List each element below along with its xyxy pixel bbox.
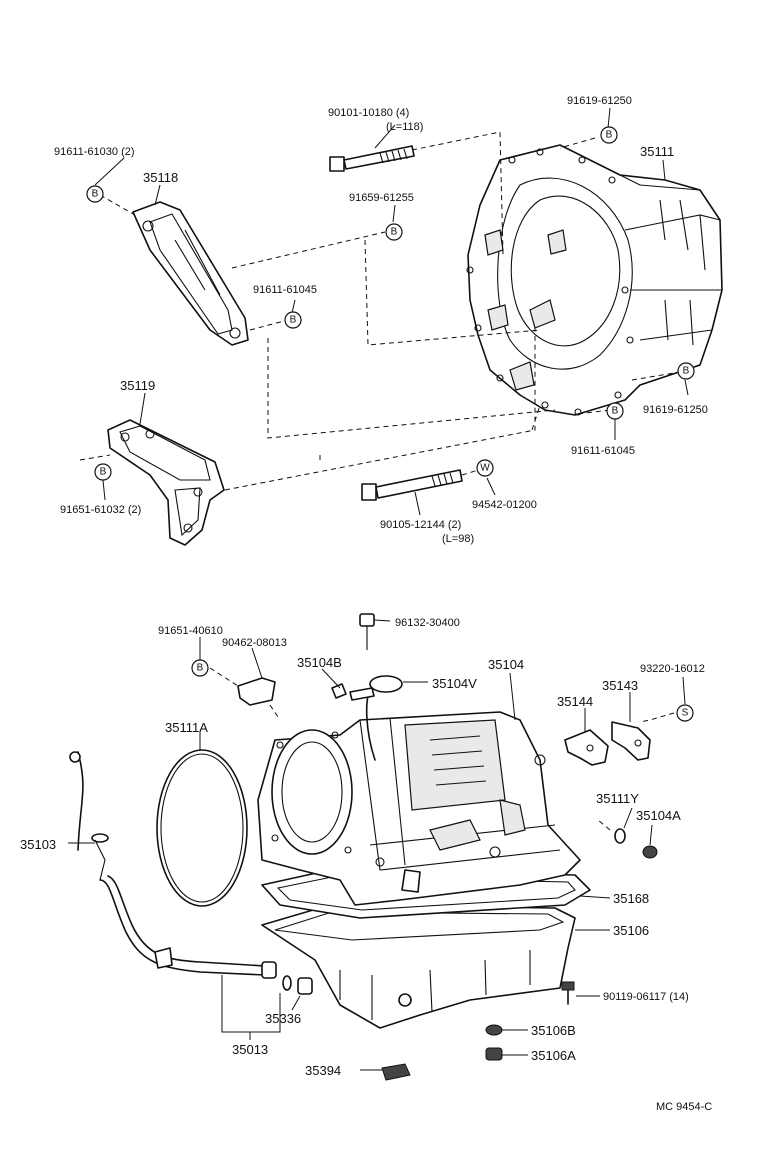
bolt-90105 — [361, 469, 463, 501]
drain-plug-35106A — [485, 1047, 503, 1061]
label-90105: 90105-12144 (2) — [380, 519, 461, 531]
label-91659: 91659-61255 — [349, 192, 414, 204]
badge-b3: B — [385, 223, 403, 241]
label-35104B: 35104B — [297, 655, 342, 670]
automatic-transmission-35104 — [257, 711, 581, 906]
breather-hose-35104V — [349, 626, 403, 761]
lower-leaders — [68, 619, 686, 1071]
label-91611-61045-b: 91611-61045 — [571, 445, 635, 457]
label-35119: 35119 — [120, 378, 155, 393]
svg-text:B: B — [606, 130, 613, 141]
bracket-35119 — [107, 419, 225, 546]
bracket-35118 — [132, 201, 249, 346]
dipstick-tube-35013 — [99, 875, 277, 979]
badge-b4: B — [284, 311, 302, 329]
label-90101-length: (L=118) — [386, 121, 423, 133]
label-35118: 35118 — [143, 170, 178, 185]
label-91651-61032: 91651-61032 (2) — [60, 504, 141, 516]
label-91651-40610: 91651-40610 — [158, 625, 223, 637]
svg-text:S: S — [682, 708, 689, 719]
label-96132: 96132-30400 — [395, 617, 460, 629]
badge-w: W — [476, 459, 494, 477]
bracket-35143 — [611, 721, 651, 761]
label-35336: 35336 — [265, 1011, 301, 1026]
breather-96132 — [359, 613, 375, 627]
o-ring-35336 — [282, 975, 313, 995]
label-91619-b: 91619-61250 — [643, 404, 708, 416]
badge-b5: B — [677, 362, 695, 380]
o-ring-35111A — [156, 749, 248, 907]
upper-solid-leaders — [94, 107, 689, 516]
label-35168: 35168 — [613, 891, 649, 906]
plug-35104B — [331, 683, 347, 699]
label-35104: 35104 — [488, 657, 524, 672]
svg-text:B: B — [612, 406, 619, 417]
label-35394: 35394 — [305, 1063, 341, 1078]
label-93220: 93220-16012 — [640, 663, 705, 675]
label-91611-61030: 91611-61030 (2) — [54, 146, 135, 158]
badge-b2: B — [600, 126, 618, 144]
svg-text:W: W — [480, 463, 490, 474]
oil-pan-35106 — [261, 904, 576, 1029]
label-35106A: 35106A — [531, 1048, 576, 1063]
label-35106B: 35106B — [531, 1023, 576, 1038]
svg-text:B: B — [197, 663, 204, 674]
bolt-90101 — [329, 145, 415, 172]
label-90105-length: (L=98) — [442, 533, 474, 545]
label-35143: 35143 — [602, 678, 638, 693]
svg-text:B: B — [391, 227, 398, 238]
plug-35104A — [642, 845, 658, 859]
badge-b7: B — [94, 463, 112, 481]
label-91611-61045-a: 91611-61045 — [253, 284, 317, 296]
label-90101: 90101-10180 (4) — [328, 107, 409, 119]
label-35104A: 35104A — [636, 808, 681, 823]
magnet-35394 — [381, 1063, 411, 1081]
label-35111: 35111 — [640, 144, 674, 159]
label-90462: 90462-08013 — [222, 637, 287, 649]
label-90119: 90119-06117 (14) — [603, 991, 689, 1003]
bracket-35144 — [564, 729, 609, 766]
label-35111Y: 35111Y — [596, 791, 639, 806]
transmission-housing-35111 — [466, 144, 723, 416]
label-91619-a: 91619-61250 — [567, 95, 632, 107]
upper-dashed-leaders — [79, 131, 681, 491]
diagram-code: MC 9454-C — [656, 1101, 712, 1113]
svg-text:B: B — [100, 467, 107, 478]
label-35111A: 35111A — [165, 720, 208, 735]
svg-text:B: B — [92, 189, 99, 200]
badge-b8: B — [191, 659, 209, 677]
label-35144: 35144 — [557, 694, 593, 709]
dipstick-35103 — [69, 751, 109, 881]
badge-s: S — [676, 704, 694, 722]
label-35013: 35013 — [232, 1042, 268, 1057]
clamp-90462 — [237, 677, 276, 706]
o-ring-35111Y — [614, 828, 626, 844]
label-35103: 35103 — [20, 837, 56, 852]
label-35106: 35106 — [613, 923, 649, 938]
svg-text:B: B — [683, 366, 690, 377]
label-94542: 94542-01200 — [472, 499, 537, 511]
bolt-90119 — [561, 981, 575, 1005]
badge-b1: B — [86, 185, 104, 203]
label-35104V: 35104V — [432, 676, 477, 691]
svg-text:B: B — [290, 315, 297, 326]
gasket-35106B — [485, 1024, 503, 1036]
badge-b6: B — [606, 402, 624, 420]
